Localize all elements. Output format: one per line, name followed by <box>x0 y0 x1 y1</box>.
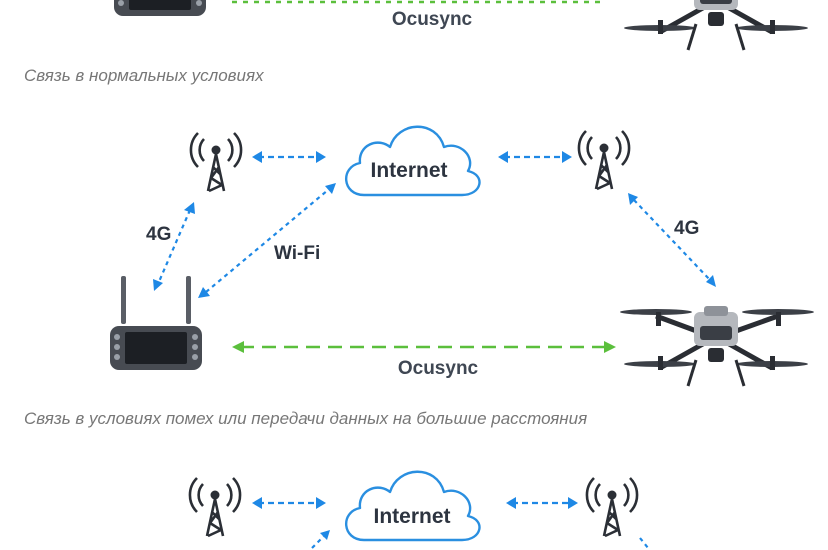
remote-controller-icon <box>114 0 206 16</box>
cell-tower-icon <box>189 131 243 193</box>
g4-label-left: 4G <box>146 224 171 245</box>
link-wifi-bottom <box>311 535 325 549</box>
link-tower-drone-4g <box>633 199 711 281</box>
internet-label-mid: Internet <box>370 159 447 182</box>
drone-icon <box>620 0 814 50</box>
link-wifi-internet <box>205 189 329 293</box>
link-4g-bottom <box>639 537 649 549</box>
wifi-label: Wi-Fi <box>274 243 320 264</box>
internet-label-bottom: Internet <box>373 505 450 528</box>
caption-interference-conditions: Связь в условиях помех или передачи данн… <box>24 409 588 428</box>
link-tower-controller-4g <box>156 209 192 285</box>
drone-icon <box>620 306 814 386</box>
ocusync-label-top: Ocusync <box>392 9 473 30</box>
cell-tower-icon <box>585 476 639 538</box>
remote-controller-icon <box>110 276 202 370</box>
cell-tower-icon <box>577 129 631 191</box>
g4-label-right: 4G <box>674 218 699 239</box>
ocusync-label-mid: Ocusync <box>398 358 479 379</box>
cell-tower-icon <box>188 476 242 538</box>
caption-normal-conditions: Связь в нормальных условиях <box>24 66 264 85</box>
